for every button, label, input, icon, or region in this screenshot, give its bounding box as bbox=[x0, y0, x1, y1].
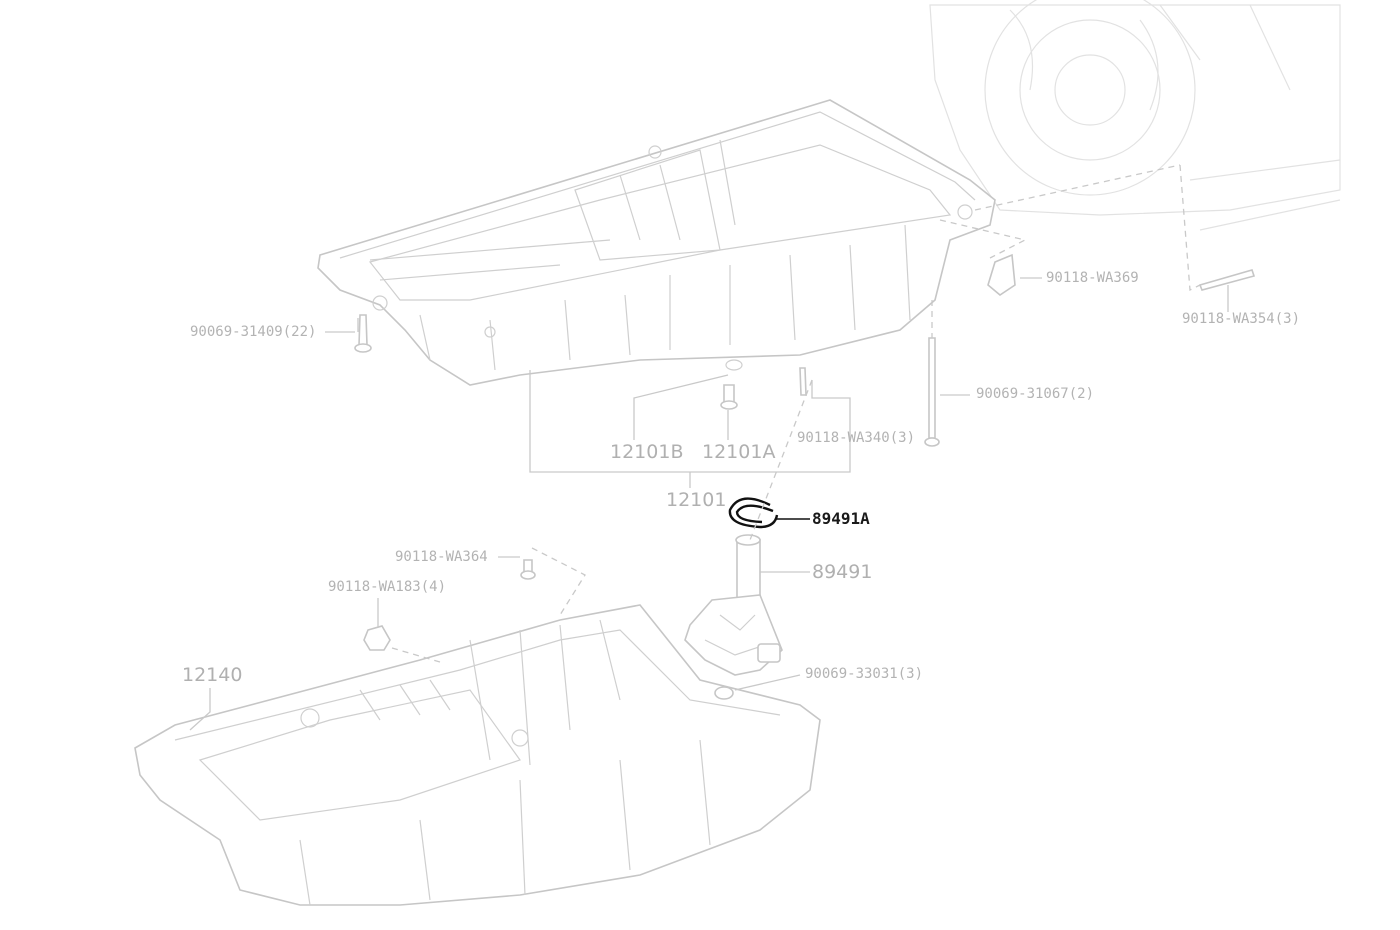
lower-oil-pan bbox=[134, 604, 821, 906]
label-90069-31067[interactable]: 90069-31067(2) bbox=[976, 386, 1095, 402]
label-90069-31409[interactable]: 90069-31409(22) bbox=[190, 324, 317, 340]
label-89491[interactable]: 89491 bbox=[812, 561, 873, 583]
label-90118-WA183[interactable]: 90118-WA183(4) bbox=[328, 579, 447, 595]
label-90118-WA354[interactable]: 90118-WA354(3) bbox=[1182, 311, 1301, 327]
label-89491A[interactable]: 89491A bbox=[812, 509, 870, 528]
label-12101B[interactable]: 12101B bbox=[610, 441, 684, 463]
transmission-ghost bbox=[929, 0, 1341, 231]
label-12140[interactable]: 12140 bbox=[182, 664, 243, 686]
label-12101A[interactable]: 12101A bbox=[702, 441, 776, 463]
label-90118-WA369[interactable]: 90118-WA369 bbox=[1046, 270, 1139, 286]
o-ring-part bbox=[728, 497, 779, 529]
label-90069-33031[interactable]: 90069-33031(3) bbox=[805, 666, 924, 682]
bolts bbox=[354, 253, 1256, 700]
label-90118-WA364[interactable]: 90118-WA364 bbox=[395, 549, 488, 565]
label-12101[interactable]: 12101 bbox=[666, 489, 727, 511]
oil-level-sensor bbox=[684, 534, 783, 676]
leader-lines bbox=[189, 164, 1229, 731]
upper-oil-pan bbox=[317, 99, 996, 386]
label-90118-WA340[interactable]: 90118-WA340(3) bbox=[797, 430, 916, 446]
